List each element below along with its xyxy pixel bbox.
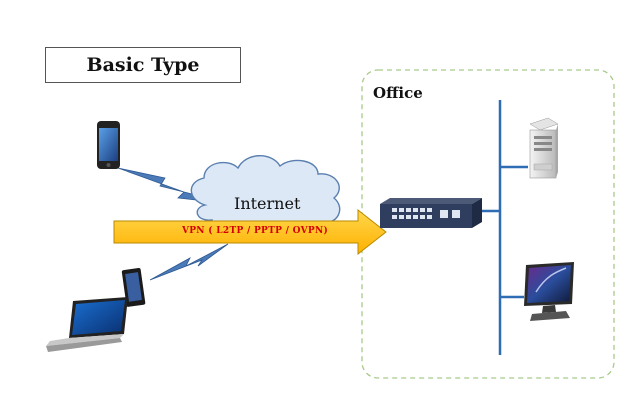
tablet-lightning-bolt xyxy=(149,243,229,281)
router-icon xyxy=(380,198,482,228)
monitor-icon xyxy=(524,262,574,321)
diagram-title-box: Basic Type xyxy=(45,47,241,83)
office-label: Office xyxy=(373,84,423,102)
smartphone-icon xyxy=(97,121,120,169)
vpn-tunnel-label: VPN ( L2TP / PPTP / OVPN) xyxy=(181,226,329,236)
vpn-tunnel-arrow xyxy=(113,208,387,256)
diagram-title: Basic Type xyxy=(86,54,200,76)
internet-label: Internet xyxy=(234,194,301,213)
server-icon xyxy=(529,117,559,179)
laptop-icon xyxy=(46,297,128,352)
